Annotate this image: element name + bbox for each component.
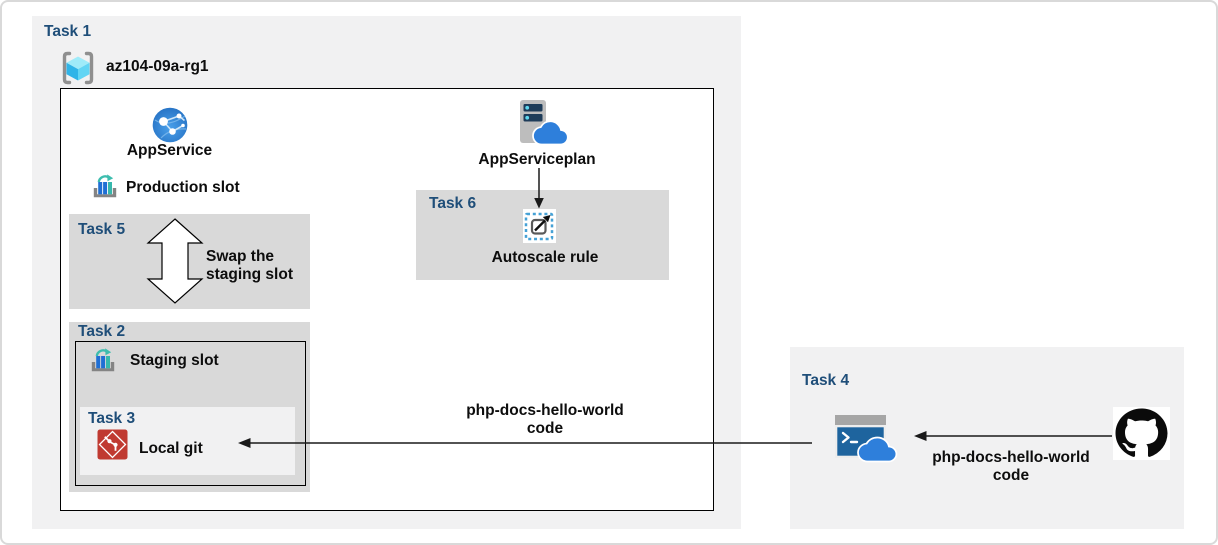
- app-service-globe-icon: [152, 107, 188, 143]
- task3-label: Task 3: [88, 410, 136, 427]
- cloud-shell-icon: [835, 415, 898, 463]
- task6-label: Task 6: [429, 195, 477, 212]
- production-slot-icon: [93, 174, 117, 198]
- resource-group-icon: [62, 51, 94, 85]
- task5-box: [69, 214, 310, 309]
- task5-text: Swap the staging slot: [206, 248, 293, 283]
- staging-slot-icon: [91, 348, 115, 372]
- production-slot-label: Production slot: [126, 179, 240, 196]
- github-icon: [1113, 407, 1170, 460]
- task2-label: Task 2: [78, 323, 126, 340]
- deploy-label-outer: php-docs-hello-world code: [932, 449, 1090, 484]
- app-service-label: AppService: [126, 142, 213, 159]
- git-icon: [97, 429, 128, 460]
- staging-slot-label: Staging slot: [130, 352, 219, 369]
- autoscale-label: Autoscale rule: [491, 249, 599, 266]
- task4-label: Task 4: [802, 372, 850, 389]
- task5-label: Task 5: [78, 221, 126, 238]
- resource-group-name: az104-09a-rg1: [106, 58, 209, 75]
- local-git-label: Local git: [139, 440, 203, 457]
- autoscale-icon: [523, 209, 556, 243]
- swap-vertical-arrow-icon: [146, 218, 204, 304]
- task1-label: Task 1: [44, 23, 92, 40]
- deploy-label-inner: php-docs-hello-world code: [466, 402, 624, 437]
- app-service-plan-label: AppServiceplan: [478, 151, 596, 168]
- staging-frame: [75, 341, 306, 486]
- app-service-plan-icon: [520, 100, 569, 146]
